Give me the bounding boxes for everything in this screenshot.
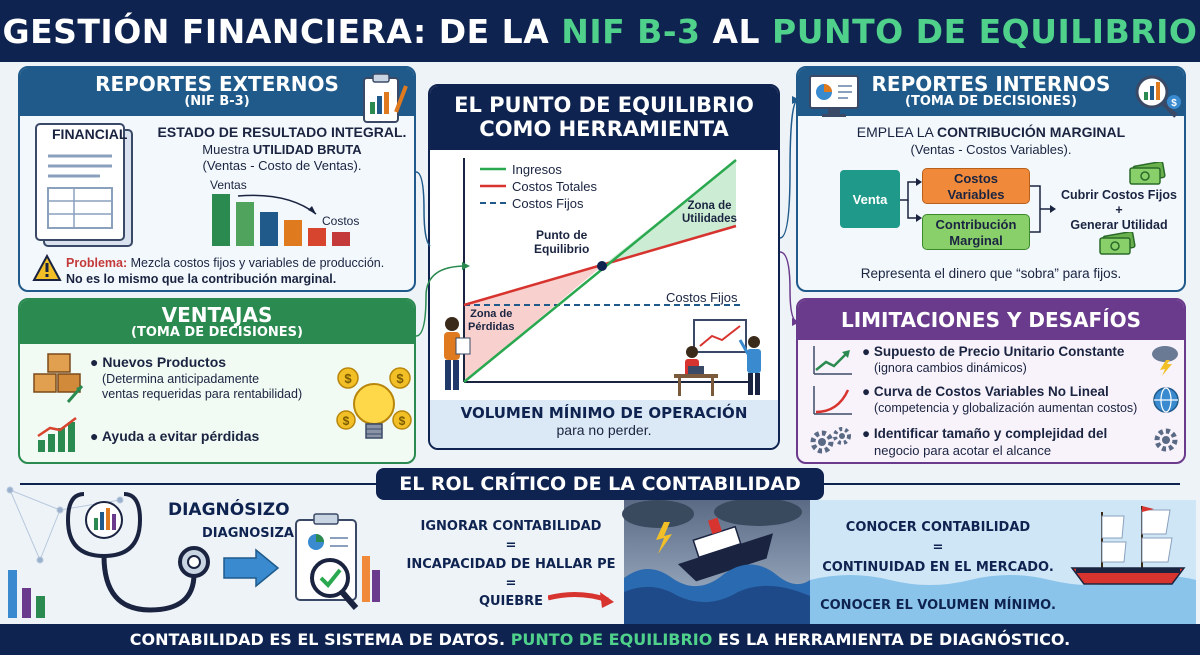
utilidad-bruta-text: Muestra UTILIDAD BRUTA (202, 141, 362, 157)
panel-header: REPORTES INTERNOS (TOMA DE DECISIONES) (798, 68, 1184, 116)
connector-arrow-left-bottom (415, 262, 470, 337)
mini-bar (212, 194, 230, 246)
connector-arrow-left-top (415, 171, 431, 247)
mini-bar (332, 232, 350, 246)
warning-icon (32, 254, 62, 281)
mini-bar (308, 228, 326, 246)
panel-subtitle: (NIF B-3) (184, 94, 250, 109)
shipwreck-scene (548, 500, 810, 624)
panel-header: EL PUNTO DE EQUILIBRIO COMO HERRAMIENTA (430, 86, 778, 150)
flow-merge-arrow (1030, 185, 1056, 233)
page-title: GESTIÓN FINANCIERA: DE LA NIF B-3 AL PUN… (2, 11, 1198, 51)
list-item: ● Identificar tamaño y complejidad del n… (862, 426, 1108, 458)
gears-icon (810, 427, 851, 454)
money-bills-icon (1099, 232, 1136, 255)
panel-header: REPORTES EXTERNOS (NIF B-3) (20, 68, 414, 116)
money-bills-icon (1129, 162, 1166, 185)
product-boxes-icon (33, 353, 84, 403)
presenter-person-icon (444, 317, 471, 390)
svg-text:$: $ (399, 414, 406, 428)
footer-text: CONTABILIDAD ES EL SISTEMA DE DATOS. PUN… (129, 630, 1071, 649)
curve-chart-icon (813, 386, 852, 415)
storm-cloud-icon (1152, 346, 1178, 376)
panel-ventajas: VENTAJAS (TOMA DE DECISIONES) ● Nuevos P… (18, 298, 416, 464)
legend-ingresos: Ingresos (512, 162, 562, 177)
revenue-line (463, 159, 737, 383)
monitor-chart-icon (809, 75, 859, 117)
ventas-label: Ventas (210, 178, 247, 192)
arrow-right-icon (223, 548, 280, 588)
ignorar-contabilidad-equation: IGNORAR CONTABILIDAD = INCAPACIDAD DE HA… (406, 519, 616, 610)
panel-limitaciones: LIMITACIONES Y DESAFÍOS ● Supuesto de Pr… (796, 298, 1186, 464)
panel-header: LIMITACIONES Y DESAFÍOS (798, 300, 1184, 340)
panel-title-line2: COMO HERRAMIENTA (479, 117, 729, 142)
mini-bar (236, 202, 254, 246)
legend-costos-fijos: Costos Fijos (512, 196, 584, 211)
problem-note: Problema: Mezcla costos fijos y variable… (66, 256, 385, 286)
team-meeting-icon (674, 319, 761, 396)
panel-title: EL PUNTO DE EQUILIBRIO (454, 93, 754, 117)
line-chart-up-icon (813, 346, 852, 375)
network-background (6, 486, 124, 618)
break-even-chart (463, 158, 750, 383)
legend-costos-totales: Costos Totales (512, 179, 598, 194)
footer-bar: CONTABILIDAD ES EL SISTEMA DE DATOS. PUN… (0, 624, 1200, 655)
sobra-text: Representa el dinero que “sobra” para fi… (860, 266, 1122, 281)
mini-bar (260, 212, 278, 246)
sailing-ship-icon (1070, 506, 1186, 585)
mini-bar (284, 220, 302, 246)
growth-chart-icon (37, 417, 77, 452)
panel-title: REPORTES EXTERNOS (95, 72, 339, 96)
contribucion-marginal-text: EMPLEA LA CONTRIBUCIÓN MARGINAL (Ventas … (856, 124, 1126, 157)
break-even-point (597, 261, 607, 271)
document-label: FINANCIAL (52, 126, 128, 142)
costos-fijos-label: Costos Fijos (666, 290, 738, 305)
diagnostico-title: DIAGNÓSIZO (168, 500, 290, 520)
stethoscope-icon (65, 492, 210, 613)
svg-text:$: $ (343, 414, 350, 428)
title-bar: GESTIÓN FINANCIERA: DE LA NIF B-3 AL PUN… (0, 0, 1200, 62)
ventas-costos-mini-chart (212, 194, 350, 246)
lightbulb-icon: $ $ $ $ (336, 367, 412, 439)
magnifier-chart-icon: $ (1135, 75, 1181, 118)
panel-title: LIMITACIONES Y DESAFÍOS (840, 308, 1142, 332)
svg-text:$: $ (396, 371, 404, 386)
financial-document-icon (35, 123, 133, 247)
gears-icon (1154, 428, 1178, 452)
panel-subtitle: (TOMA DE DECISIONES) (905, 94, 1077, 109)
svg-text:$: $ (1171, 98, 1177, 109)
globe-icon (1153, 387, 1179, 413)
list-item: ● Nuevos Productos (Determina anticipada… (90, 354, 303, 402)
costos-label: Costos (322, 214, 360, 228)
cubrir-costos-text: Cubrir Costos Fijos+Generar Utilidad (1061, 188, 1177, 232)
flow-split-arrows (900, 178, 922, 222)
rol-critico-title: EL ROL CRÍTICO DE LA CONTABILIDAD (376, 468, 824, 500)
calm-sea-waves (810, 575, 1196, 624)
estado-resultado-label: ESTADO DE RESULTADO INTEGRAL. (157, 124, 407, 140)
panel-title: REPORTES INTERNOS (871, 72, 1111, 96)
panel-title: VENTAJAS (161, 303, 273, 327)
center-footer: VOLUMEN MÍNIMO DE OPERACIÓN para no perd… (430, 400, 778, 448)
panel-reportes-internos: REPORTES INTERNOS (TOMA DE DECISIONES) $… (796, 66, 1186, 292)
venta-box: Venta (840, 170, 900, 228)
panel-reportes-externos: REPORTES EXTERNOS (NIF B-3) FINANCIAL ES… (18, 66, 416, 292)
report-clipboard-icon (363, 73, 408, 123)
list-item: ● Curva de Costos Variables No Lineal (c… (862, 384, 1138, 415)
list-item: ● Ayuda a evitar pérdidas (90, 428, 260, 444)
svg-text:$: $ (344, 371, 352, 386)
panel-punto-equilibrio: EL PUNTO DE EQUILIBRIO COMO HERRAMIENTA … (428, 84, 780, 450)
diagnostico-subtitle: DIAGNOSIZA (202, 526, 294, 541)
panel-header: VENTAJAS (TOMA DE DECISIONES) (20, 300, 414, 344)
clipboard-check-icon (295, 513, 380, 610)
panel-subtitle: (TOMA DE DECISIONES) (131, 325, 303, 340)
ventas-costo-text: (Ventas - Costo de Ventas). (202, 157, 362, 173)
conocer-volumen-text: CONOCER EL VOLUMEN MÍNIMO. (820, 598, 1056, 613)
list-item: ● Supuesto de Precio Unitario Constante … (862, 344, 1125, 375)
conocer-contabilidad-equation: CONOCER CONTABILIDAD = CONTINUIDAD EN EL… (822, 520, 1054, 576)
